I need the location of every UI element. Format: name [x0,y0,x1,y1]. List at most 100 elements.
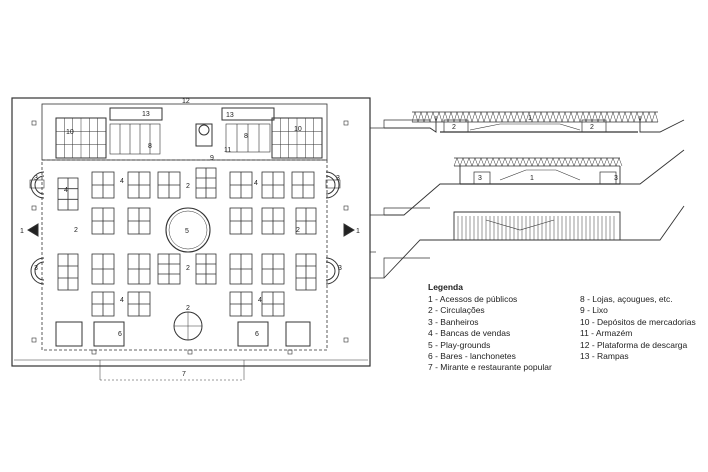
truss-member [483,157,488,167]
truss-member [510,111,515,123]
label-stall-bl: 4 [120,297,124,304]
truss-member [486,157,491,167]
truss-member [615,157,620,167]
truss-member [492,111,497,123]
truss-member [540,111,545,123]
label-viewpoint: 7 [182,371,186,378]
truss-member [435,111,440,123]
truss-member [585,111,590,123]
label-ramp-left: 13 [142,111,150,118]
truss-member [534,157,539,167]
truss-member [603,157,608,167]
truss-member [549,111,554,123]
label-platform: 12 [182,98,190,105]
truss-member [489,111,494,123]
truss-member [537,157,542,167]
truss-member [420,111,425,123]
truss-member [531,111,536,123]
truss-member [495,111,500,123]
legend-title: Legenda [428,282,463,292]
playground-inner [168,210,208,250]
truss-member [411,111,416,123]
label-warehouse: 11 [224,147,231,154]
truss-member [426,111,431,123]
truss-member [624,111,629,123]
label-shops-left: 8 [148,143,152,150]
label-circ-bottom: 2 [186,305,190,312]
truss-member [639,111,644,123]
truss-member [453,157,458,167]
truss-member [465,157,470,167]
truss-member [456,157,461,167]
truss-member [648,111,653,123]
truss-member [543,157,548,167]
label-bar-right: 6 [255,331,259,338]
truss-member [591,157,596,167]
truss-member [477,157,482,167]
depot-right-grid [271,117,323,159]
playground-outer [165,207,211,253]
truss-member [441,111,446,123]
truss-member [471,157,476,167]
truss-member [474,111,479,123]
column [31,337,37,343]
section-middle-label-1: 1 [530,175,534,182]
legend-item: 1 - Acessos de públicos [428,294,518,304]
truss-member [423,111,428,123]
bathroom-tl [29,171,45,199]
truss-member [468,157,473,167]
truss-member [564,157,569,167]
shops-right [225,123,271,153]
truss-member [498,111,503,123]
label-stall-br: 4 [258,297,262,304]
truss-member [606,111,611,123]
truss-member [462,111,467,123]
truss-member [597,111,602,123]
section-middle-label-3b: 3 [614,175,618,182]
truss-member [636,111,641,123]
truss-member [513,111,518,123]
truss-member [591,111,596,123]
access-arrow-right [343,223,355,237]
legend-item: 10 - Depósitos de mercadorias [580,316,696,327]
truss-member [585,157,590,167]
truss-member [543,111,548,123]
label-bath-bl: 3 [34,265,38,272]
truss-member [522,111,527,123]
truss-member [600,111,605,123]
label-access-right: 1 [356,228,360,235]
label-circ-left: 2 [74,227,78,234]
legend-item: 5 - Play-grounds [428,339,491,350]
truss-member [459,157,464,167]
truss-member [627,111,632,123]
truss-member [453,111,458,123]
truss-member [540,157,545,167]
truss-member [516,111,521,123]
truss-member [486,111,491,123]
truss-member [528,111,533,123]
legend-item: 7 - Mirante e restaurante popular [428,362,552,373]
legend-left-column: 1 - Acessos de públicos 2 - Circulações … [428,294,552,374]
access-arrow-left [27,223,39,237]
truss-member [588,111,593,123]
truss-member [477,111,482,123]
legend-item: 3 - Banheiros [428,316,479,327]
truss-member [609,157,614,167]
truss-member [513,157,518,167]
truss-member [519,111,524,123]
legend-item: 11 - Armazém [580,328,633,339]
truss-member [615,111,620,123]
section-middle-label-3a: 3 [478,175,482,182]
truss-member [471,111,476,123]
truss-member [501,111,506,123]
label-depot-right: 10 [294,126,302,133]
legend-item: 12 - Plataforma de descarga [580,339,688,350]
truss-member [561,157,566,167]
section-bottom [383,205,685,279]
truss-member [618,157,623,167]
truss-member [465,111,470,123]
label-bath-br: 3 [338,265,342,272]
floor-plan [11,97,371,381]
truss-member [630,111,635,123]
